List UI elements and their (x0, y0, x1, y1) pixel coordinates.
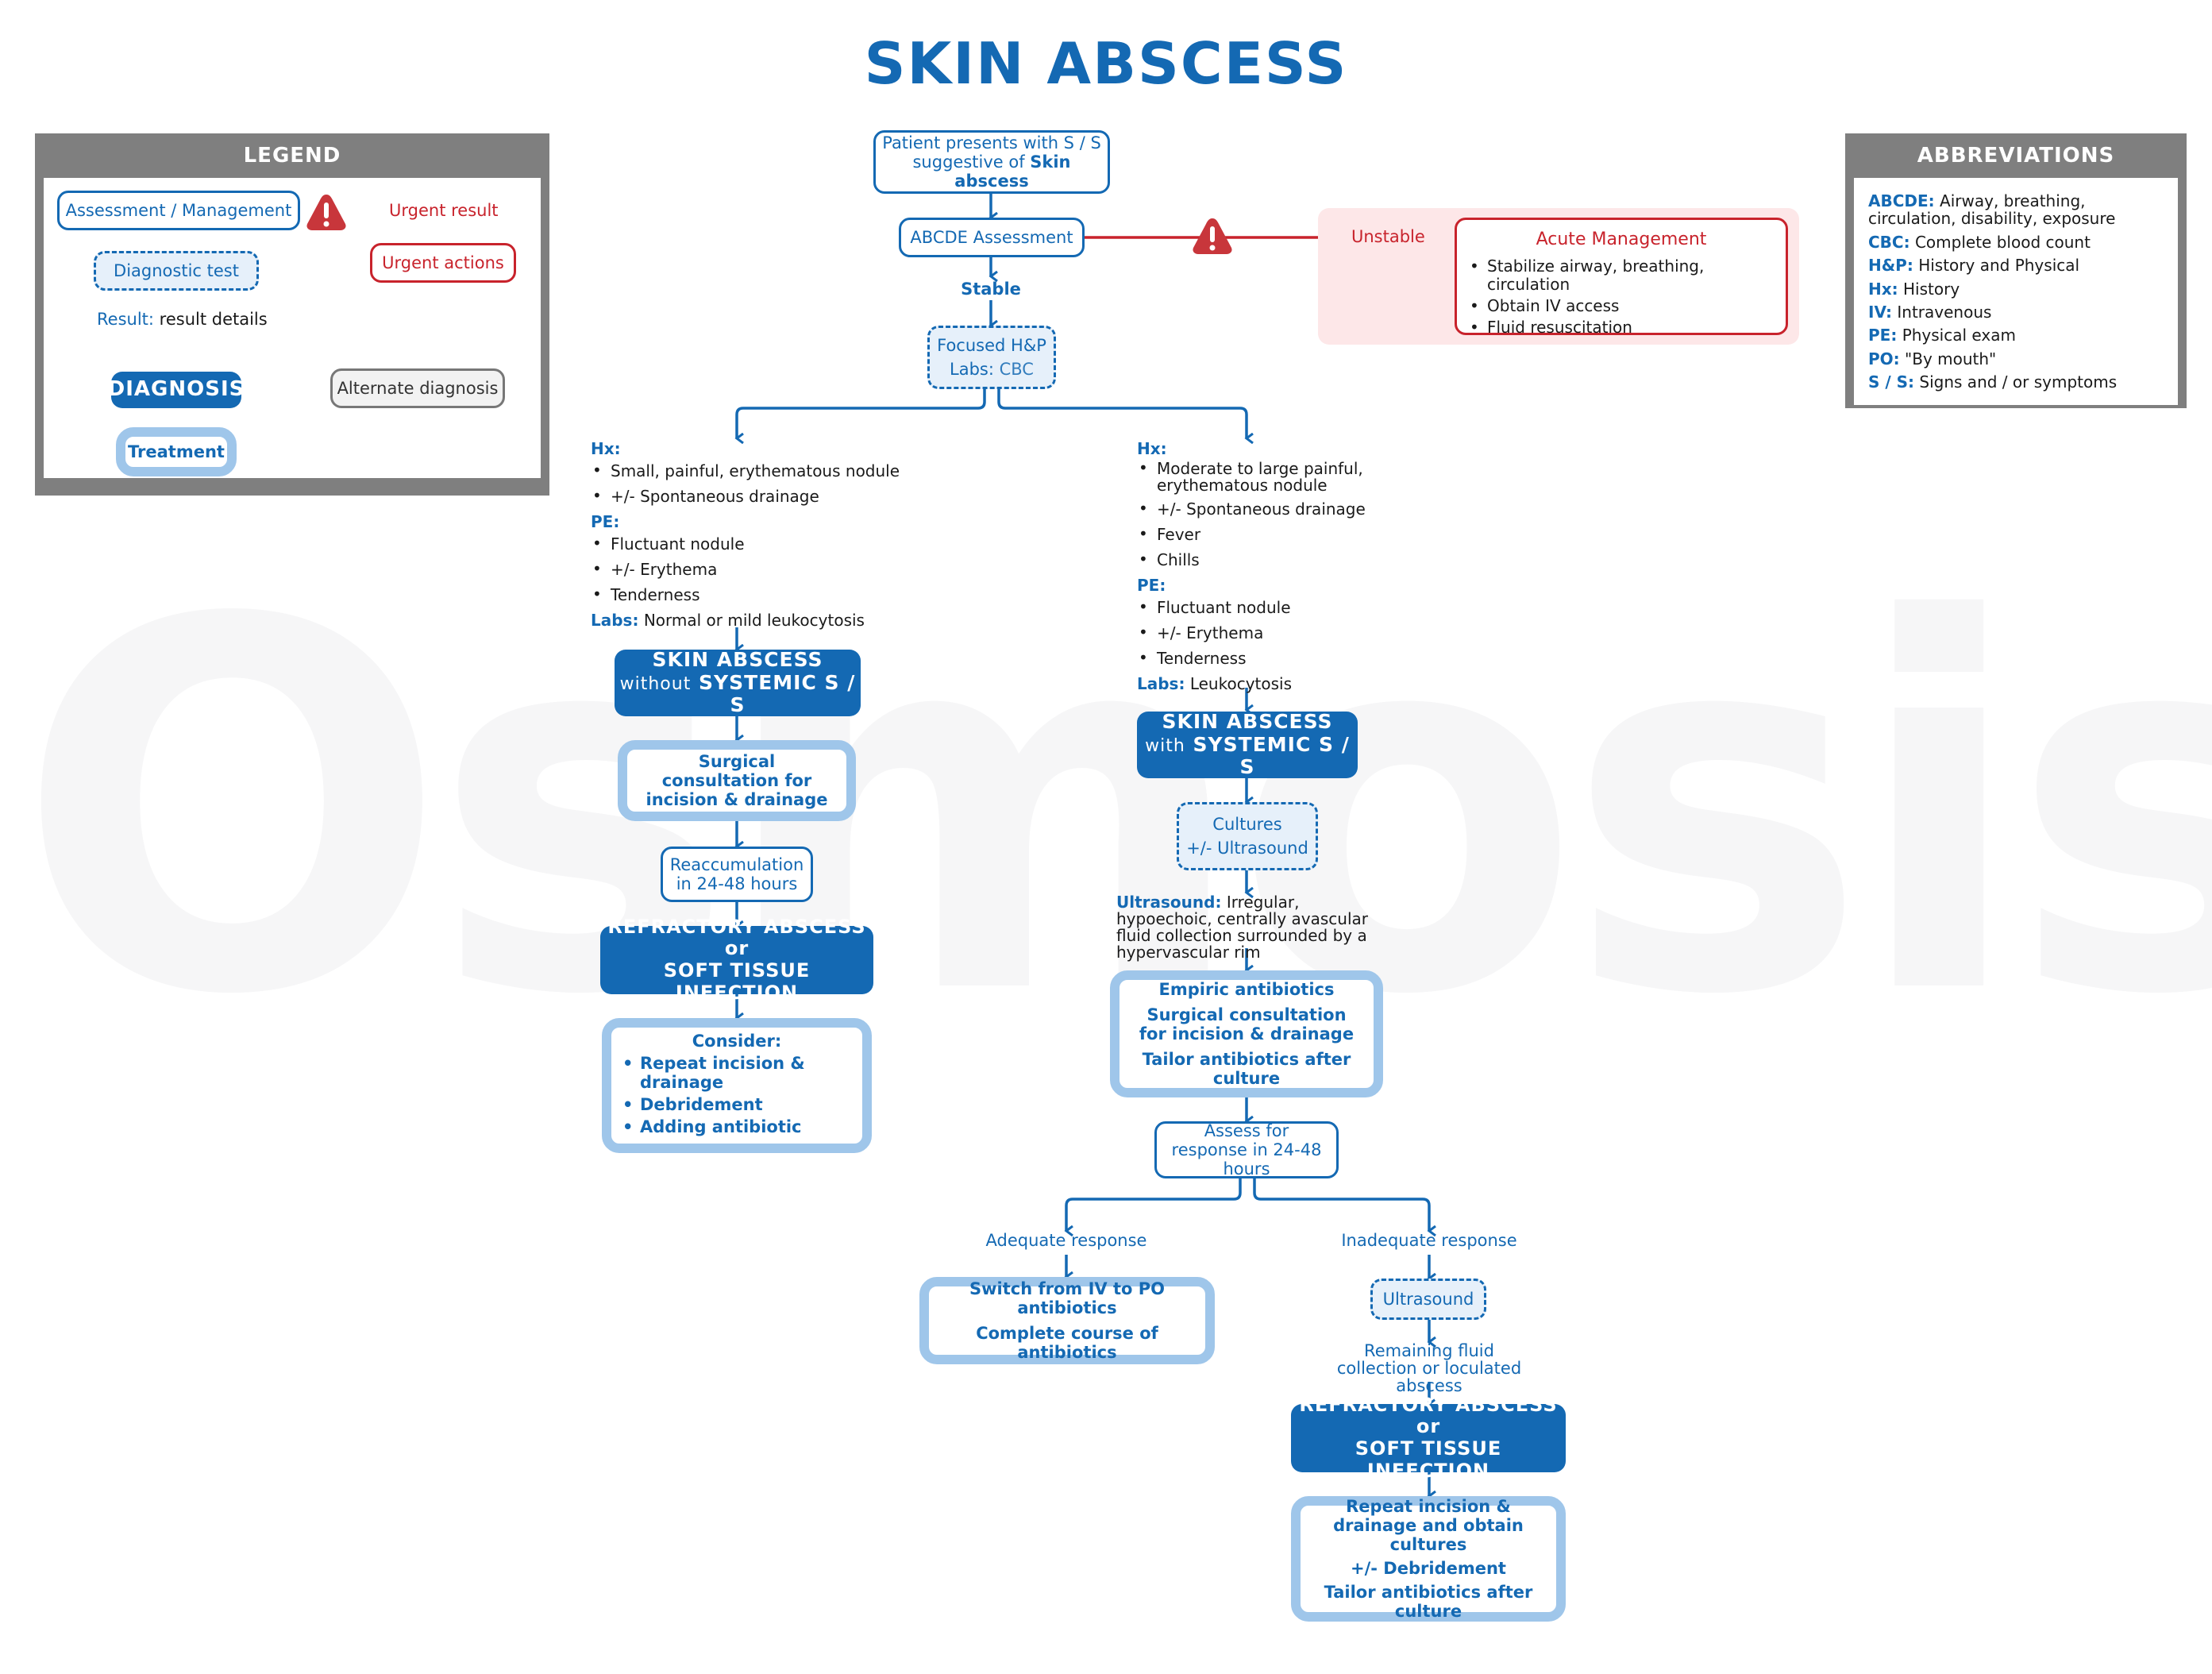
warning-icon (1193, 218, 1232, 254)
page-title: SKIN ABSCESS (864, 30, 1348, 97)
unstable-label: Unstable (1351, 227, 1425, 246)
remaining-fluid-label: Remaining fluid collection or loculated … (1336, 1341, 1522, 1396)
legend-alternate-node: Alternate diagnosis (330, 368, 505, 408)
legend-diagnosis-node: DIAGNOSIS (108, 372, 244, 408)
legend-result-value: result details (159, 310, 268, 329)
abbr-item: IV: Intravenous (1868, 302, 1992, 322)
start-node: Patient presents with S / S suggestive o… (873, 130, 1110, 194)
adequate-response-label: Adequate response (985, 1231, 1147, 1250)
left-consider-node: Consider: Repeat incision & drainage Deb… (602, 1018, 872, 1153)
arrow-to-inadequate (1253, 1178, 1429, 1231)
right-refractory-node: REFRACTORY ABSCESS or SOFT TISSUE INFECT… (1291, 1394, 1566, 1481)
cultures-node: Cultures +/- Ultrasound (1177, 802, 1318, 870)
stable-label: Stable (961, 280, 1021, 299)
abbr-item: PO: "By mouth" (1868, 349, 1997, 368)
abbreviations-list: ABCDE: Airway, breathing, circulation, d… (1854, 178, 2178, 405)
right-hx-list: Moderate to large painful, erythematous … (1137, 460, 1391, 570)
legend-urgent-actions-node: Urgent actions (370, 243, 516, 283)
assess-response-node: Assess for response in 24-48 hours (1154, 1121, 1339, 1178)
right-findings: Hx: Moderate to large painful, erythemat… (1137, 438, 1391, 694)
legend-urgent-result: Urgent result (389, 201, 499, 220)
legend-result-key: Result: (97, 310, 154, 329)
legend-title: LEGEND (243, 144, 341, 168)
abbr-item: PE: Physical exam (1868, 326, 2016, 345)
inadequate-response-label: Inadequate response (1341, 1231, 1517, 1250)
arrow-to-left-branch (737, 389, 986, 438)
abbreviations-panel: ABBREVIATIONS ABCDE: Airway, breathing, … (1845, 133, 2187, 408)
legend-result: Result: result details (97, 310, 268, 329)
arrow-to-right-branch (997, 389, 1247, 438)
abbr-item: Hx: History (1868, 279, 1960, 299)
right-pe-list: Fluctuant nodule +/- Erythema Tenderness (1137, 596, 1391, 669)
dx-with-systemic-node: SKIN ABSCESS with SYSTEMIC S / S (1137, 710, 1358, 778)
ultrasound-findings: Ultrasound: Irregular, hypoechoic, centr… (1116, 893, 1369, 962)
legend-treatment-node: Treatment (116, 427, 237, 476)
reaccumulation-node: Reaccumulation in 24-48 hours (661, 847, 813, 902)
abcde-assessment-node: ABCDE Assessment (899, 218, 1085, 257)
arrow-to-adequate (1066, 1178, 1242, 1231)
legend-warning-icon (306, 195, 346, 230)
dx-without-systemic-node: SKIN ABSCESS without SYSTEMIC S / S (615, 648, 861, 716)
legend-assessment-node: Assessment / Management (57, 191, 300, 230)
final-treatment-node: Repeat incision & drainage and obtain cu… (1291, 1496, 1566, 1622)
right-treatment-node: Empiric antibiotics Surgical consultatio… (1110, 970, 1383, 1097)
legend-diagnostic-test-node: Diagnostic test (94, 251, 259, 291)
abbr-item: H&P: History and Physical (1868, 256, 2080, 276)
acute-management-list: Stabilize airway, breathing, circulation… (1466, 254, 1786, 340)
left-findings: Hx: Small, painful, erythematous nodule … (591, 438, 924, 631)
left-consult-node: Surgical consultation for incision & dra… (618, 740, 856, 821)
acute-management-title: Acute Management (1536, 230, 1707, 249)
abbreviations-title: ABBREVIATIONS (1917, 144, 2115, 168)
ultrasound-node: Ultrasound (1370, 1279, 1486, 1320)
adequate-treatment-node: Switch from IV to PO antibiotics Complet… (919, 1277, 1215, 1364)
abbr-item: S / S: Signs and / or symptoms (1868, 372, 2118, 392)
focused-hp-node: Focused H&P Labs: CBC (927, 326, 1056, 389)
left-hx-list: Small, painful, erythematous nodule +/- … (591, 460, 924, 507)
acute-management-node: Acute Management Stabilize airway, breat… (1455, 218, 1788, 337)
abbr-item: ABCDE: Airway, breathing, circulation, d… (1868, 191, 2116, 229)
left-refractory-node: REFRACTORY ABSCESS or SOFT TISSUE INFECT… (600, 916, 873, 1003)
left-pe-list: Fluctuant nodule +/- Erythema Tenderness (591, 533, 924, 605)
abbr-item: CBC: Complete blood count (1868, 232, 2091, 252)
